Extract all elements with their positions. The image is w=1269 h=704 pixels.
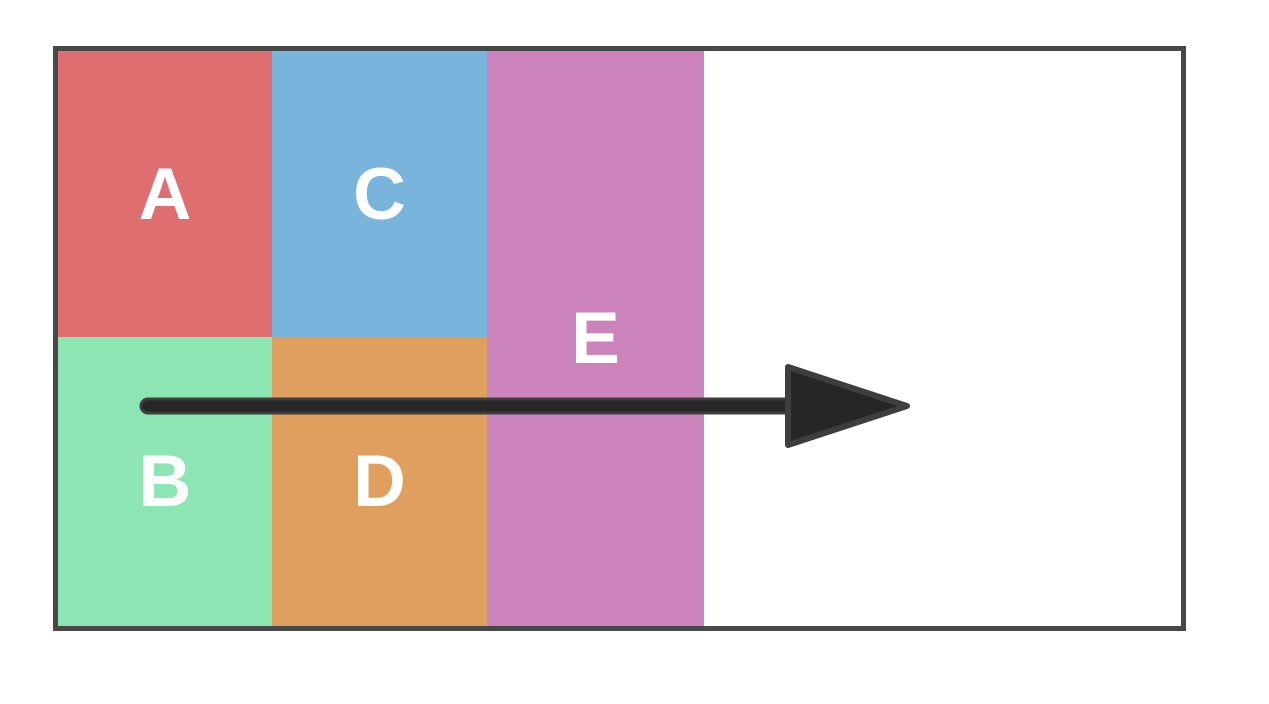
region-e: E xyxy=(487,51,704,626)
outer-frame: A C E B D xyxy=(53,46,1186,631)
region-c-label: C xyxy=(353,153,406,235)
region-b: B xyxy=(58,337,272,626)
region-d: D xyxy=(272,337,487,626)
region-c: C xyxy=(272,51,487,337)
region-e-label: E xyxy=(571,298,620,379)
region-d-label: D xyxy=(353,441,406,522)
region-a: A xyxy=(58,51,272,337)
region-b-label: B xyxy=(138,441,192,522)
region-a-label: A xyxy=(138,153,192,235)
